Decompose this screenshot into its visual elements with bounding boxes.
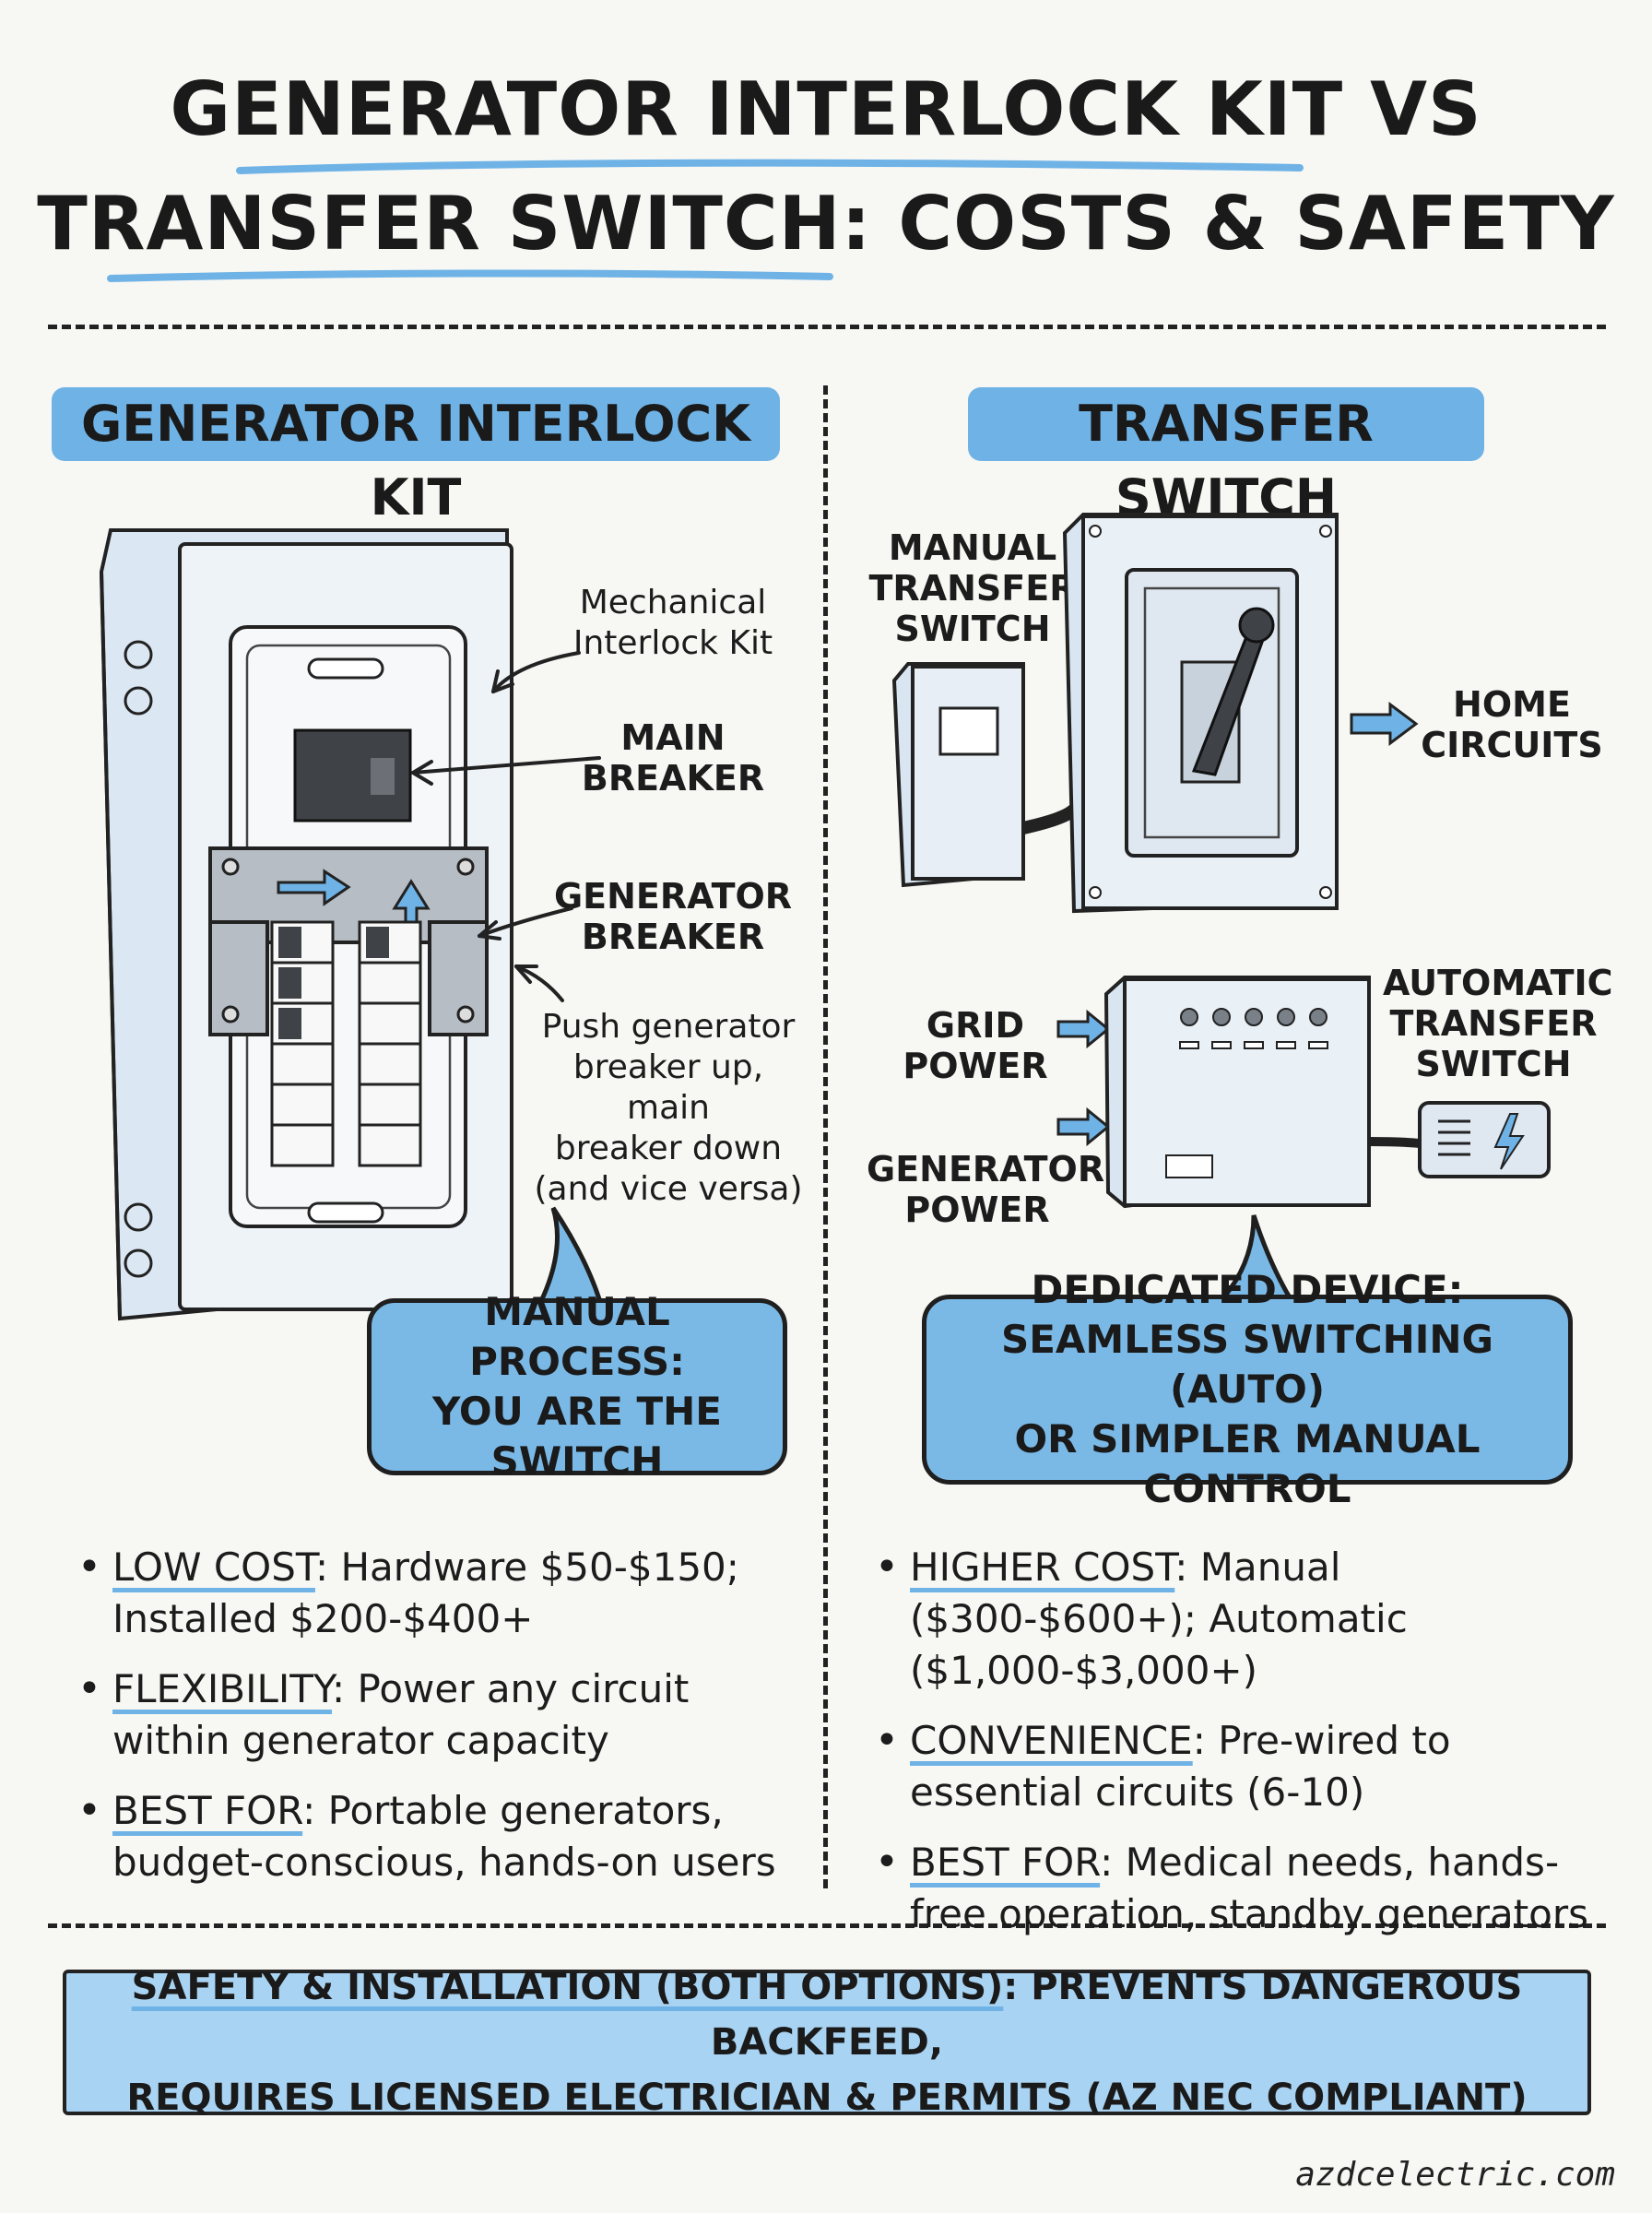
instruction-label: Push generator breaker up, main breaker … xyxy=(534,1008,803,1208)
interlock-heading: GENERATOR INTERLOCK KIT xyxy=(52,387,780,527)
transfer-switch-heading: TRANSFER SWITCH xyxy=(968,387,1484,527)
interlock-bullet-cost: LOW COST: Hardware $50-$150; Installed $… xyxy=(76,1542,795,1645)
transfer-bullet-best-for: BEST FOR: Medical needs, hands-free oper… xyxy=(873,1837,1629,1940)
interlock-bullet-flexibility: FLEXIBILITY: Power any circuit within ge… xyxy=(76,1663,795,1767)
manual-transfer-switch-label: MANUAL TRANSFER SWITCH xyxy=(868,527,1077,649)
right-callout-tail xyxy=(1206,1214,1303,1316)
safety-footer-line-1: SAFETY & INSTALLATION (BOTH OPTIONS): PR… xyxy=(131,1966,1523,2064)
title-line-1: GENERATOR INTERLOCK KIT VS xyxy=(170,66,1482,152)
interlock-kit-label: Mechanical Interlock Kit xyxy=(572,584,773,662)
top-divider xyxy=(48,325,1606,329)
left-pointer-arrows xyxy=(411,651,601,1002)
transfer-switch-bullet-list: HIGHER COST: Manual ($300-$600+); Automa… xyxy=(873,1542,1629,1959)
title-underlines xyxy=(107,159,1304,282)
main-breaker-label: MAIN BREAKER xyxy=(581,717,765,799)
left-callout-tail xyxy=(532,1206,607,1316)
home-circuits-label: HOME CIRCUITS xyxy=(1421,684,1603,765)
generator-breaker-label: GENERATOR BREAKER xyxy=(553,876,793,957)
electrical-panel-illustration xyxy=(99,528,513,1321)
center-divider xyxy=(823,385,828,1888)
grid-power-label: GRID POWER xyxy=(903,1005,1048,1086)
transfer-bullet-cost: HIGHER COST: Manual ($300-$600+); Automa… xyxy=(873,1542,1629,1697)
right-callout: DEDICATED DEVICE: SEAMLESS SWITCHING (AU… xyxy=(922,1267,1573,1511)
title-line-2: TRANSFER SWITCH: COSTS & SAFETY xyxy=(37,181,1615,266)
safety-footer-line-2: REQUIRES LICENSED ELECTRICIAN & PERMITS … xyxy=(126,2077,1528,2119)
safety-footer: SAFETY & INSTALLATION (BOTH OPTIONS): PR… xyxy=(63,1966,1591,2119)
left-callout: MANUAL PROCESS: YOU ARE THE SWITCH xyxy=(367,1289,787,1484)
interlock-bullet-list: LOW COST: Hardware $50-$150; Installed $… xyxy=(76,1542,795,1907)
home-circuits-arrow xyxy=(1350,702,1419,746)
transfer-bullet-convenience: CONVENIENCE: Pre-wired to essential circ… xyxy=(873,1715,1629,1818)
interlock-bullet-best-for: BEST FOR: Portable generators, budget-co… xyxy=(76,1785,795,1888)
generator-power-label: GENERATOR POWER xyxy=(867,1149,1105,1230)
automatic-transfer-switch-label: AUTOMATIC TRANSFER SWITCH xyxy=(1383,963,1613,1084)
automatic-transfer-switch-illustration xyxy=(1056,976,1551,1209)
bottom-divider xyxy=(48,1923,1606,1928)
manual-transfer-switch-illustration xyxy=(891,513,1339,914)
website-link[interactable]: azdcelectric.com xyxy=(1295,2156,1615,2194)
